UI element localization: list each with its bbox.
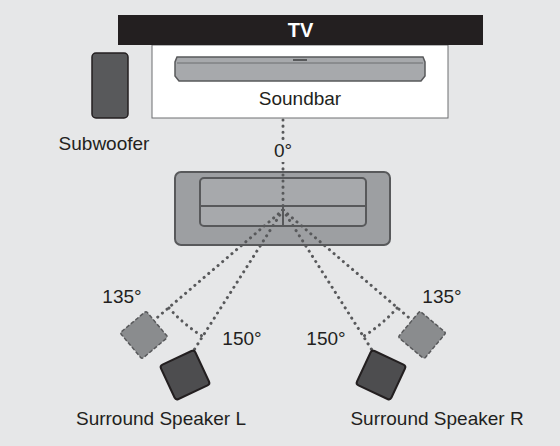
angle-label: 0° xyxy=(272,140,294,162)
speaker-alt-position xyxy=(120,311,168,359)
node-text: Soundbar xyxy=(259,88,341,110)
tv-bar: TV xyxy=(118,15,483,45)
soundbar-device xyxy=(175,57,425,81)
angle-label: 150° xyxy=(304,328,347,350)
subwoofer-shape xyxy=(92,53,128,118)
angle-label: 150° xyxy=(220,328,263,350)
sofa xyxy=(175,172,390,245)
soundbar-panel xyxy=(152,45,448,118)
angle-label: 135° xyxy=(100,286,143,308)
speaker-alt-position xyxy=(398,311,446,359)
speaker-shape xyxy=(160,350,210,400)
angle-lines xyxy=(152,120,414,350)
subwoofer-label-node: Subwoofer xyxy=(57,133,152,155)
node-text: TV xyxy=(288,19,314,41)
soundbar-box: Soundbar xyxy=(152,45,448,118)
speaker-node: Surround Speaker R xyxy=(348,408,525,430)
angle-label: 135° xyxy=(420,286,463,308)
speaker-shape xyxy=(356,350,406,400)
node-text: Surround Speaker R xyxy=(350,408,523,430)
speaker-node: Surround Speaker L xyxy=(74,408,248,430)
node-text: Surround Speaker L xyxy=(76,408,246,430)
node-text: Subwoofer xyxy=(59,133,150,155)
